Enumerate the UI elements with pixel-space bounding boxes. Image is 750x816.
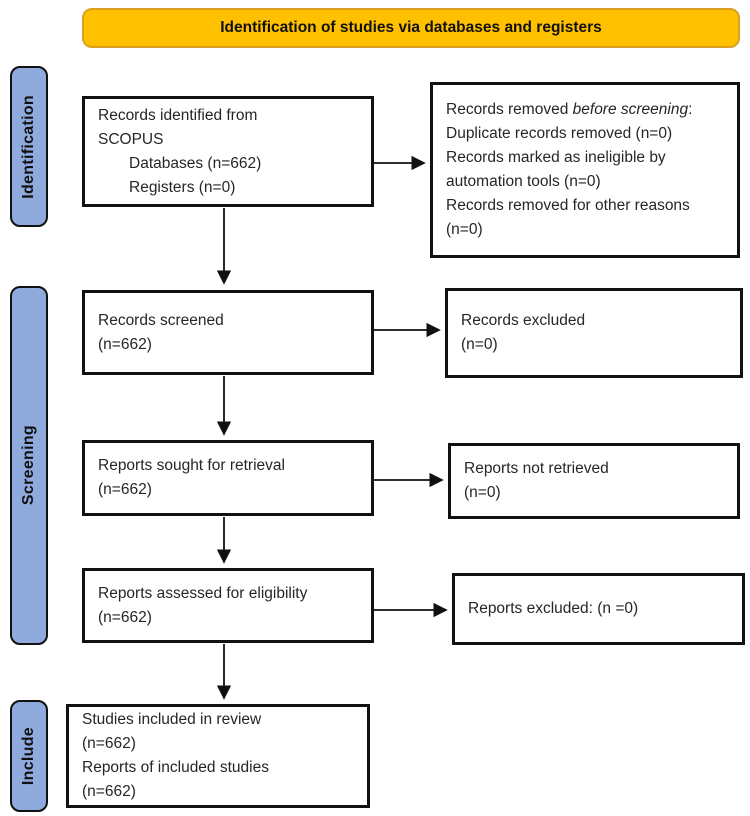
- stage-label-screening: Screening: [20, 425, 37, 506]
- box-line: Duplicate records removed (n=0): [446, 125, 673, 142]
- box-line: Records screened: [98, 311, 224, 329]
- box-records-excluded: Records excluded (n=0): [445, 288, 743, 378]
- box-line: Records removed for other reasons (n=0): [446, 197, 690, 238]
- box-line: (n=0): [464, 484, 501, 501]
- box-line: Records marked as ineligible by automati…: [446, 149, 666, 190]
- box-line-italic-text: before screening: [572, 101, 689, 118]
- stage-bar-include: Include: [10, 700, 48, 812]
- box-line: (n=662): [98, 608, 152, 626]
- stage-label-identification: Identification: [20, 94, 37, 199]
- box-line: (n=662): [82, 783, 136, 800]
- box-line-indented: Databases (n=662): [129, 154, 262, 172]
- box-line: Records identified from: [98, 106, 258, 124]
- box-records-screened: Records screened (n=662): [82, 290, 374, 375]
- box-line: (n=662): [98, 481, 152, 498]
- box-reports-not-retrieved: Reports not retrieved (n=0): [448, 443, 740, 519]
- box-line: Studies included in review: [82, 711, 262, 728]
- box-reports-assessed: Reports assessed for eligibility (n=662): [82, 568, 374, 643]
- box-line: Reports sought for retrieval: [98, 457, 285, 474]
- box-line-indented: Registers (n=0): [129, 178, 236, 196]
- diagram-title-banner: Identification of studies via databases …: [82, 8, 740, 48]
- box-line: Reports assessed for eligibility: [98, 584, 308, 602]
- box-line: Reports of included studies: [82, 759, 269, 776]
- box-reports-excluded: Reports excluded: (n =0): [452, 573, 745, 645]
- box-line: Records removed before screening:: [446, 98, 727, 122]
- box-line-text: :: [688, 101, 693, 118]
- box-line-text: Records removed: [446, 101, 573, 118]
- box-line: Reports excluded: (n =0): [468, 600, 639, 617]
- box-line: Records excluded: [461, 312, 586, 329]
- box-line: SCOPUS: [98, 130, 164, 148]
- stage-label-include: Include: [20, 726, 37, 786]
- diagram-title: Identification of studies via databases …: [220, 19, 602, 36]
- box-line: (n=662): [98, 335, 152, 353]
- box-records-removed-before-screening: Records removed before screening: Duplic…: [430, 82, 740, 258]
- box-studies-included: Studies included in review (n=662) Repor…: [66, 704, 370, 808]
- box-records-identified: Records identified from SCOPUS Databases…: [82, 96, 374, 207]
- stage-bar-screening: Screening: [10, 286, 48, 645]
- box-reports-sought: Reports sought for retrieval (n=662): [82, 440, 374, 516]
- box-line: (n=662): [82, 735, 136, 752]
- box-line: Reports not retrieved: [464, 460, 609, 477]
- box-line: (n=0): [461, 336, 498, 353]
- stage-bar-identification: Identification: [10, 66, 48, 227]
